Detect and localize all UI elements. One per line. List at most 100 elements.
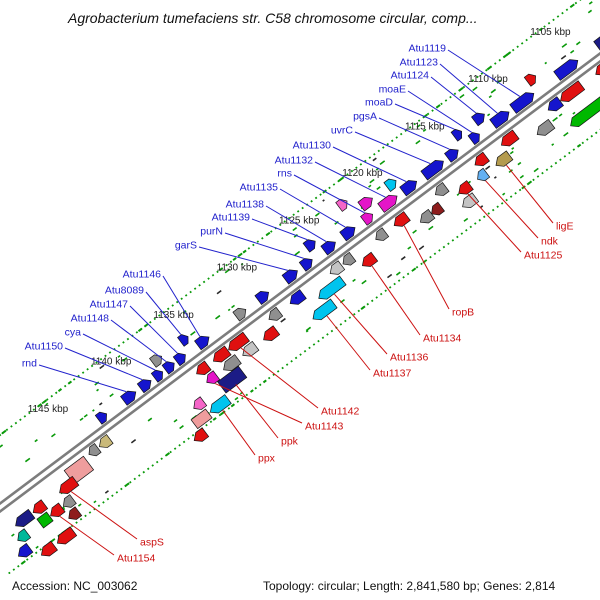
gene-arrow[interactable] — [498, 129, 520, 150]
gene-arrow[interactable] — [450, 127, 465, 142]
gene-arrow[interactable] — [232, 305, 249, 322]
gene-label[interactable]: Atu1150 — [25, 341, 63, 353]
gene-arrow[interactable] — [161, 359, 177, 375]
gene-label[interactable]: moaE — [379, 84, 406, 96]
gene-label[interactable]: Atu1119 — [408, 43, 446, 55]
gene-label[interactable]: Atu8089 — [105, 285, 144, 297]
gene-arrow[interactable] — [193, 360, 212, 378]
gene-arrow[interactable] — [310, 298, 338, 323]
gene-arrow[interactable] — [36, 511, 54, 529]
gene-arrow[interactable] — [340, 251, 357, 268]
gene-arrow[interactable] — [360, 210, 376, 226]
gene-arrow[interactable] — [207, 394, 232, 417]
gene-label[interactable]: Atu1123 — [400, 57, 438, 69]
gene-label[interactable]: ligE — [556, 221, 574, 233]
gene-arrow[interactable] — [298, 255, 315, 272]
gene-arrow[interactable] — [15, 542, 34, 560]
gene-label[interactable]: Atu1143 — [305, 421, 343, 433]
gene-arrow[interactable] — [339, 223, 359, 242]
gene-arrow[interactable] — [302, 237, 318, 253]
gene-arrow[interactable] — [399, 177, 420, 197]
gene-label[interactable]: rnd — [22, 358, 37, 370]
gene-label[interactable]: Atu1142 — [321, 406, 359, 418]
gene-arrow[interactable] — [47, 502, 66, 520]
gene-arrow[interactable] — [281, 266, 301, 285]
gene-arrow[interactable] — [567, 95, 600, 130]
gene-arrow[interactable] — [420, 157, 447, 181]
gene-arrow[interactable] — [444, 146, 462, 163]
gene-arrow[interactable] — [254, 288, 272, 305]
gene-label[interactable]: Atu1125 — [524, 250, 562, 262]
gene-arrow[interactable] — [54, 526, 78, 548]
gene-label[interactable]: cya — [65, 327, 82, 339]
gene-arrow[interactable] — [12, 508, 36, 530]
gene-arrow[interactable] — [210, 345, 232, 366]
gene-label[interactable]: aspS — [140, 537, 164, 549]
gene-arrow[interactable] — [86, 443, 102, 459]
gene-label[interactable]: moaD — [365, 97, 393, 109]
gene-label[interactable]: pgsA — [353, 111, 377, 123]
gene-arrow[interactable] — [391, 211, 411, 230]
gene-label[interactable]: Atu1147 — [90, 299, 128, 311]
gene-arrow[interactable] — [432, 182, 450, 199]
gene-arrow[interactable] — [191, 396, 208, 413]
gene-label[interactable]: Atu1138 — [226, 199, 264, 211]
gene-arrow[interactable] — [489, 108, 513, 129]
gene-label[interactable]: uvrC — [331, 125, 354, 137]
gene-arrow[interactable] — [94, 409, 110, 425]
gene-arrow[interactable] — [357, 194, 376, 212]
gene-arrow[interactable] — [474, 167, 491, 183]
gene-label[interactable]: Atu1132 — [275, 155, 313, 167]
gene-label[interactable]: rns — [277, 168, 292, 180]
gene-label[interactable]: Atu1130 — [293, 140, 331, 152]
gene-label[interactable]: Atu1134 — [423, 333, 461, 345]
gene-label[interactable]: Atu1139 — [212, 212, 250, 224]
gene-arrow[interactable] — [472, 151, 490, 169]
gene-arrow[interactable] — [417, 208, 436, 226]
gene-label[interactable]: ropB — [452, 307, 474, 319]
gene-arrow[interactable] — [149, 352, 165, 368]
gene-arrow[interactable] — [509, 89, 537, 114]
gene-label[interactable]: Atu1154 — [117, 553, 155, 565]
gene-arrow[interactable] — [66, 506, 83, 523]
gene-arrow[interactable] — [467, 130, 483, 146]
gene-arrow[interactable] — [190, 408, 213, 430]
gene-arrow[interactable] — [316, 275, 347, 303]
gene-label[interactable]: purN — [200, 226, 223, 238]
gene-arrow[interactable] — [377, 192, 401, 213]
gene-arrow[interactable] — [320, 238, 339, 256]
gene-arrow[interactable] — [38, 540, 58, 559]
gene-arrow[interactable] — [523, 71, 539, 87]
gene-arrow[interactable] — [15, 528, 32, 545]
gene-arrow[interactable] — [287, 289, 307, 308]
gene-arrow[interactable] — [120, 388, 139, 406]
gene-arrow[interactable] — [327, 260, 346, 278]
gene-label[interactable]: ndk — [541, 236, 559, 248]
gene-arrow[interactable] — [459, 192, 480, 211]
gene-arrow[interactable] — [545, 96, 564, 115]
gene-label[interactable]: ppk — [281, 436, 299, 448]
gene-arrow[interactable] — [493, 150, 514, 170]
gene-arrow[interactable] — [471, 110, 488, 127]
gene-arrow[interactable] — [428, 201, 445, 218]
gene-arrow[interactable] — [30, 499, 49, 517]
gene-label[interactable]: Atu1135 — [240, 182, 278, 194]
gene-arrow[interactable] — [177, 332, 192, 347]
gene-arrow[interactable] — [373, 227, 390, 244]
gene-arrow[interactable] — [204, 370, 221, 387]
gene-arrow[interactable] — [383, 176, 399, 192]
gene-label[interactable]: Atu1124 — [391, 70, 429, 82]
gene-arrow[interactable] — [56, 475, 80, 497]
gene-arrow[interactable] — [172, 350, 188, 367]
gene-label[interactable]: garS — [175, 240, 197, 252]
gene-label[interactable]: Atu1146 — [123, 269, 161, 281]
gene-arrow[interactable] — [534, 118, 556, 139]
gene-arrow[interactable] — [553, 56, 581, 81]
gene-arrow[interactable] — [260, 325, 281, 344]
gene-arrow[interactable] — [225, 331, 250, 354]
gene-arrow[interactable] — [456, 180, 474, 198]
gene-label[interactable]: ppx — [258, 453, 276, 465]
gene-arrow[interactable] — [60, 494, 77, 511]
gene-arrow[interactable] — [136, 376, 154, 394]
